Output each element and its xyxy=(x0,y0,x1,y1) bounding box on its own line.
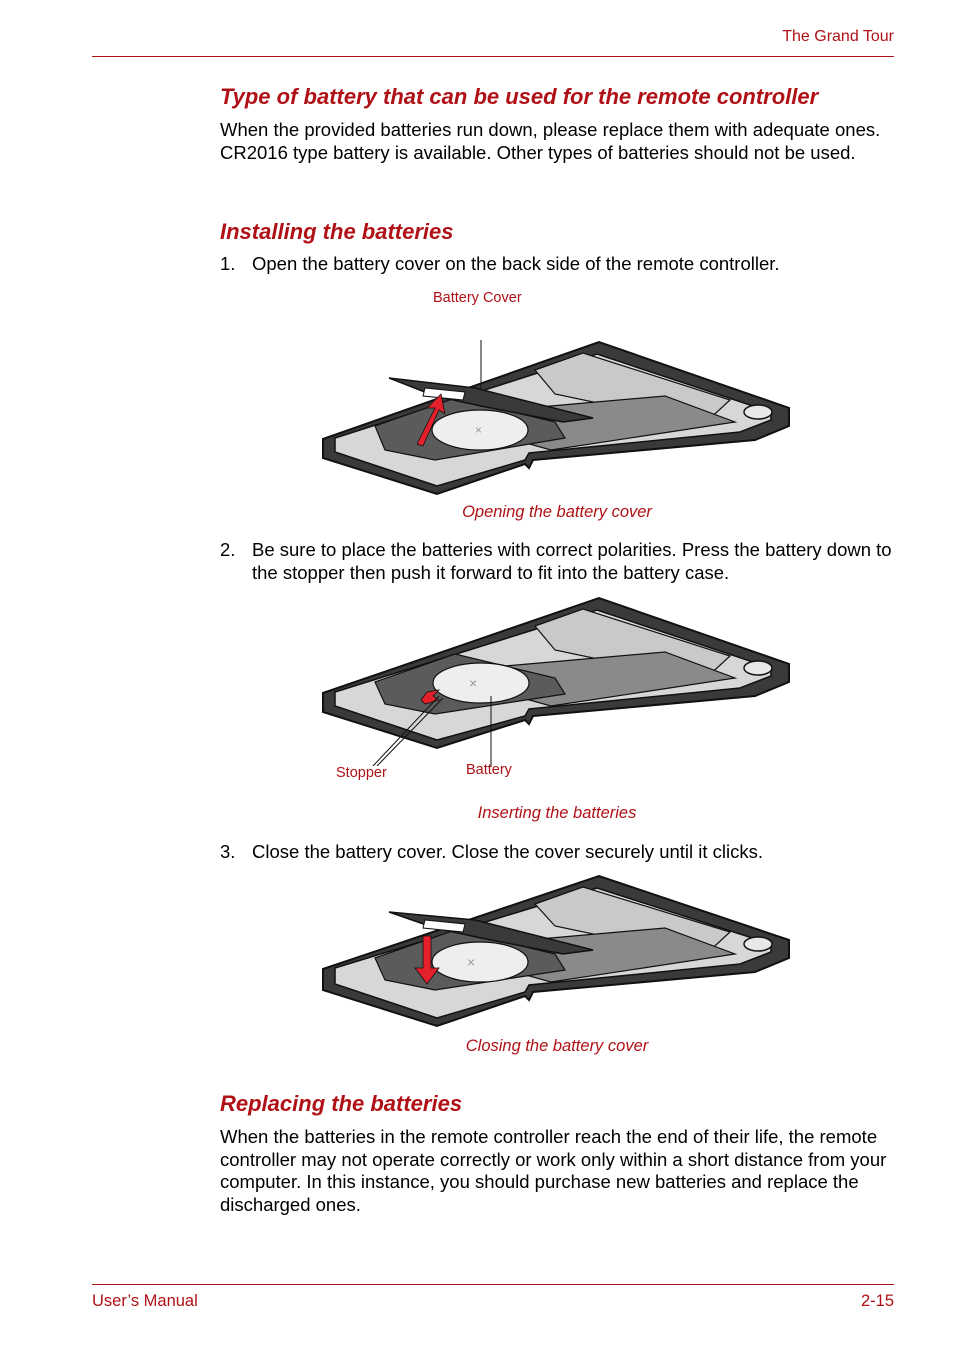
footer-manual-title: User’s Manual xyxy=(92,1292,198,1310)
figure-opening-battery-cover: × xyxy=(322,340,790,496)
section-title-replacing: Replacing the batteries xyxy=(220,1091,463,1116)
svg-text:×: × xyxy=(467,954,475,970)
running-header: The Grand Tour xyxy=(782,28,894,45)
section-title-battery-type: Type of battery that can be used for the… xyxy=(220,84,819,109)
battery-type-paragraph: When the provided batteries run down, pl… xyxy=(220,119,881,163)
caption-opening: Opening the battery cover xyxy=(462,503,652,521)
step-text: Be sure to place the batteries with corr… xyxy=(252,539,892,583)
footer-rule xyxy=(92,1284,894,1285)
step-number: 2. xyxy=(220,539,236,560)
label-battery: Battery xyxy=(466,762,512,778)
caption-closing: Closing the battery cover xyxy=(465,1037,649,1055)
open-arrow-icon xyxy=(416,393,446,447)
close-arrow-icon xyxy=(414,935,440,985)
header-rule xyxy=(92,56,894,57)
remote-controller-illustration: × xyxy=(322,596,790,766)
figure-inserting-batteries: × xyxy=(322,596,790,766)
label-battery-cover: Battery Cover xyxy=(433,290,522,306)
svg-text:×: × xyxy=(475,423,482,437)
section-title-installing: Installing the batteries xyxy=(220,219,454,244)
step-text: Close the battery cover. Close the cover… xyxy=(252,841,764,862)
svg-text:×: × xyxy=(469,675,477,691)
caption-inserting: Inserting the batteries xyxy=(477,804,637,822)
remote-controller-illustration: × xyxy=(322,874,790,1028)
replacing-paragraph: When the batteries in the remote control… xyxy=(220,1126,887,1215)
remote-controller-illustration: × xyxy=(322,340,790,496)
label-stopper: Stopper xyxy=(336,765,387,781)
step-number: 3. xyxy=(220,841,236,862)
step-number: 1. xyxy=(220,253,236,274)
step-text: Open the battery cover on the back side … xyxy=(252,253,780,274)
page-number: 2-15 xyxy=(860,1292,894,1310)
figure-closing-battery-cover: × xyxy=(322,874,790,1028)
